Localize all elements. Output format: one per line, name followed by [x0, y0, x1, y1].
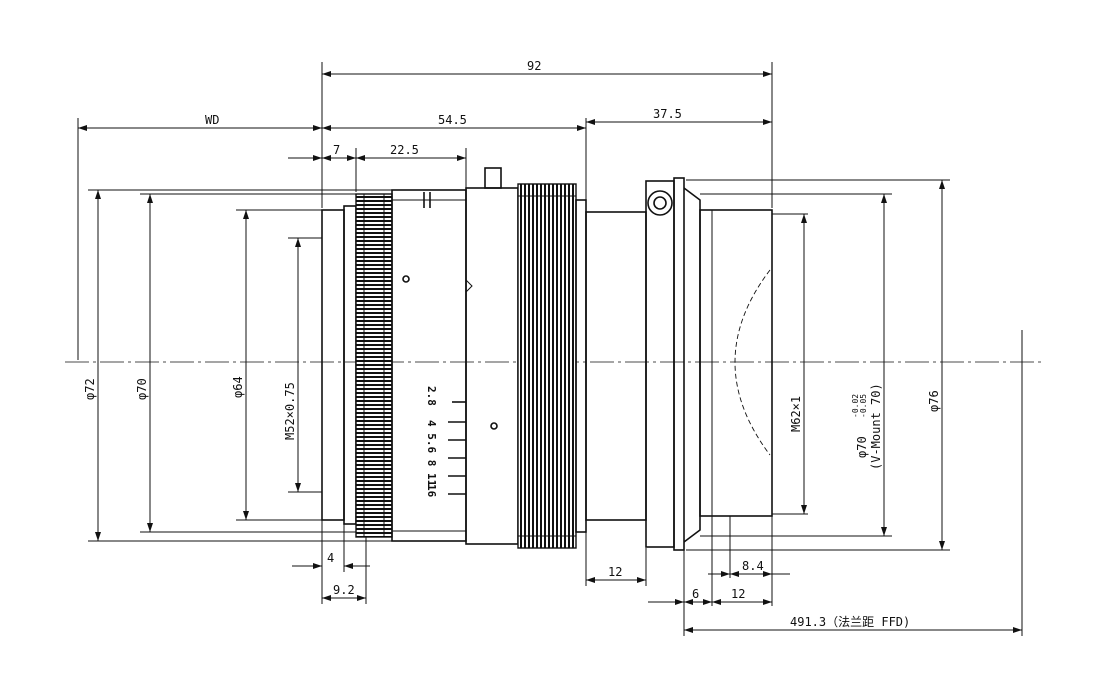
mid-barrel	[465, 187, 519, 545]
dim-working-distance: WD	[205, 113, 219, 127]
dim-mount-diameter: φ70	[855, 436, 869, 458]
lock-screw	[484, 167, 502, 189]
dim-thread-rear: M62×1	[789, 396, 803, 432]
mount-screw-inner	[653, 196, 667, 210]
dim-total-length: 92	[527, 59, 541, 73]
v-mount-flange	[645, 180, 675, 548]
dim-thread-front: M52×0.75	[283, 382, 297, 440]
rear-step-ring	[575, 199, 587, 533]
dim-mount-type: (V-Mount 70)	[869, 383, 883, 470]
dim-mount-tol-upper: -0.02	[851, 394, 860, 418]
index-dot-upper	[402, 275, 410, 283]
dim-rear-step: 8.4	[742, 559, 764, 573]
dim-front-step: 4	[327, 551, 334, 565]
front-inner-ring	[343, 205, 357, 525]
index-dot-lower	[490, 422, 498, 430]
aperture-scale-ticks	[448, 401, 466, 495]
rear-barrel	[585, 211, 647, 521]
dim-d64: φ64	[231, 376, 245, 398]
aperture-scale-labels: 2.8 4 5.6 8 11 16	[425, 386, 438, 498]
index-triangle	[465, 278, 473, 294]
lens-body	[321, 167, 773, 551]
rear-mount-tube	[699, 209, 773, 517]
dim-mount-flange: 12	[608, 565, 622, 579]
dim-rear-width: 12	[731, 587, 745, 601]
top-dimensions: 92 WD 54.5 37.5 7 22.5	[77, 59, 773, 360]
dim-flange-focal-distance: 491.3（法兰距 FFD)	[790, 615, 910, 629]
dim-mount-tol-lower: -0.05	[859, 394, 868, 418]
rear-lens-surface	[734, 269, 771, 456]
dim-focus-ring: 22.5	[390, 143, 419, 157]
front-knurled-ring	[355, 193, 393, 538]
right-diameters: M62×1 φ70 -0.02 -0.05 (V-Mount 70) φ76	[686, 179, 950, 551]
dim-front-step2: 9.2	[333, 583, 355, 597]
mount-screw-outer	[647, 190, 673, 216]
aperture-label-row1: 2.8	[425, 386, 438, 406]
aperture-label-row2: 4 5.6 8 11	[425, 420, 438, 487]
aperture-label-row3: 16	[425, 484, 438, 498]
dim-d76: φ76	[927, 390, 941, 412]
dim-rear-length: 37.5	[653, 107, 682, 121]
main-knurled-ring	[517, 183, 577, 549]
bottom-dimensions: 4 9.2 12 8.4 6 12 491.3（法兰距 FFD)	[292, 330, 1023, 636]
left-diameters: φ72 φ70 φ64 M52×0.75	[83, 189, 392, 542]
dim-d70: φ70	[135, 378, 149, 400]
dim-front-ring: 7	[333, 143, 340, 157]
dim-front-length: 54.5	[438, 113, 467, 127]
dim-rear-offset: 6	[692, 587, 699, 601]
dim-d72: φ72	[83, 378, 97, 400]
front-filter-ring	[321, 209, 345, 521]
